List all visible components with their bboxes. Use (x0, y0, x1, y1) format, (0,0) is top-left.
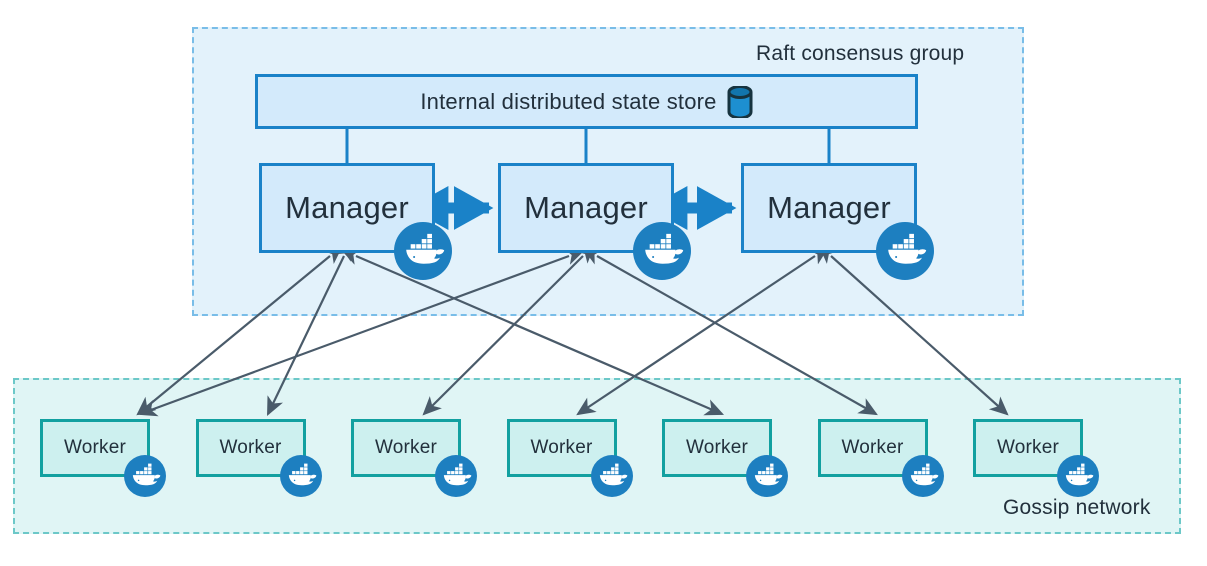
docker-whale-icon-manager-2 (633, 222, 691, 280)
worker-node-3[interactable]: Worker (351, 419, 461, 477)
worker-label: Worker (219, 437, 282, 458)
docker-whale-icon-manager-3 (876, 222, 934, 280)
docker-whale-icon-worker-7 (1057, 455, 1099, 497)
manager-label: Manager (767, 190, 891, 225)
worker-label: Worker (685, 437, 749, 458)
gossip-group-label: Gossip network (1003, 496, 1151, 519)
database-cylinder-icon (727, 85, 753, 118)
worker-label: Worker (374, 437, 438, 458)
docker-whale-icon-worker-4 (590, 455, 633, 497)
docker-whale-icon-worker-3 (435, 455, 477, 497)
worker-node-5[interactable]: Worker (662, 419, 772, 477)
docker-whale-icon-worker-2 (279, 455, 322, 497)
internal-state-store[interactable]: Internal distributed state store (255, 74, 918, 129)
worker-label: Worker (530, 437, 593, 458)
worker-node-7[interactable]: Worker (973, 419, 1083, 477)
docker-whale-icon-manager-1 (394, 222, 452, 280)
worker-label: Worker (841, 437, 904, 458)
docker-whale-icon-worker-5 (746, 455, 788, 497)
worker-label: Worker (996, 437, 1060, 458)
state-store-label: Internal distributed state store (420, 88, 717, 114)
raft-group-label: Raft consensus group (756, 42, 965, 65)
worker-node-4[interactable]: Worker (506, 419, 617, 477)
manager-label: Manager (524, 190, 648, 225)
manager-label: Manager (285, 190, 409, 225)
docker-whale-icon-worker-6 (901, 455, 944, 497)
docker-whale-icon-worker-1 (124, 455, 166, 497)
worker-label: Worker (63, 437, 127, 458)
